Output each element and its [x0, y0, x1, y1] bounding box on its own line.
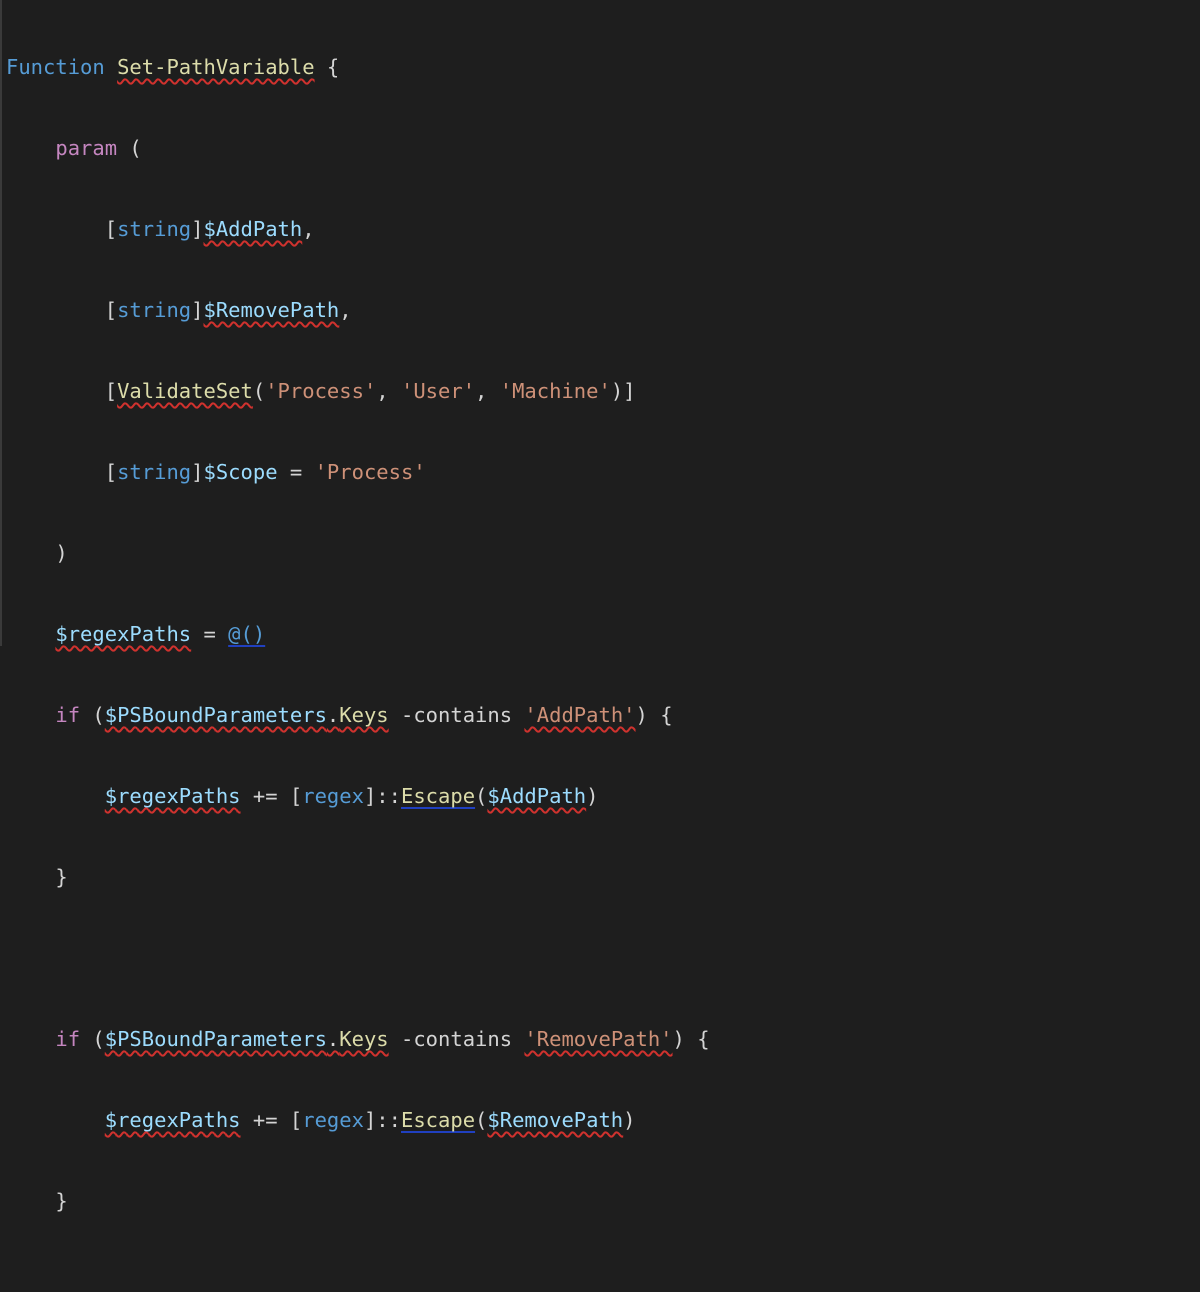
code-editor[interactable]: Function Set-PathVariable { param ( [str… [0, 0, 1200, 1213]
variable: $AddPath [487, 784, 587, 808]
operator: -contains [400, 703, 513, 727]
code-line-4: [string]$RemovePath, [6, 298, 352, 322]
variable: $RemovePath [487, 1108, 624, 1132]
array-operator: @() [228, 622, 266, 646]
code-line-3: [string]$AddPath, [6, 217, 315, 241]
code-line-10: $regexPaths += [regex]::Escape($AddPath) [104, 784, 599, 808]
variable: $RemovePath [203, 298, 340, 322]
function-name: Set-PathVariable [117, 55, 315, 79]
code-block[interactable]: Function Set-PathVariable { param ( [str… [6, 0, 956, 1292]
string: 'Process' [314, 460, 426, 484]
code-line-9: if ($PSBoundParameters.Keys -contains 'A… [55, 703, 673, 727]
property: Keys [339, 703, 389, 727]
variable: $regexPaths [104, 784, 241, 808]
property: Keys [339, 1027, 389, 1051]
code-line-1: Function Set-PathVariable { [6, 55, 340, 79]
code-line-16 [6, 1269, 956, 1292]
type: string [117, 460, 192, 484]
type: string [117, 217, 192, 241]
operator: -contains [400, 1027, 513, 1051]
code-line-6: [string]$Scope = 'Process' [6, 460, 426, 484]
method: Escape [400, 784, 476, 808]
variable: $PSBoundParameters [104, 703, 327, 727]
type: string [117, 298, 192, 322]
code-line-14: $regexPaths += [regex]::Escape($RemovePa… [104, 1108, 636, 1132]
keyword: param [55, 136, 118, 160]
code-line-13: if ($PSBoundParameters.Keys -contains 'R… [55, 1027, 710, 1051]
code-line-2: param ( [55, 136, 142, 160]
variable: $regexPaths [55, 622, 192, 646]
string: 'Process' [265, 379, 377, 403]
variable: $AddPath [203, 217, 303, 241]
keyword: if [55, 1027, 81, 1051]
variable: $Scope [203, 460, 278, 484]
code-line-5: [ValidateSet('Process', 'User', 'Machine… [6, 379, 636, 403]
string: 'User' [400, 379, 476, 403]
type: regex [302, 1108, 364, 1132]
method: Escape [400, 1108, 476, 1132]
string: 'Machine' [499, 379, 611, 403]
variable: $PSBoundParameters [104, 1027, 327, 1051]
code-line-7: ) [6, 541, 68, 565]
code-line-11: } [6, 865, 68, 889]
string: 'AddPath' [524, 703, 636, 727]
attribute: ValidateSet [117, 379, 253, 403]
type: regex [302, 784, 364, 808]
code-line-15: } [6, 1189, 68, 1213]
keyword: Function [6, 55, 105, 79]
code-line-8: $regexPaths = @() [55, 622, 266, 646]
code-line-12 [6, 945, 956, 972]
string: 'RemovePath' [524, 1027, 673, 1051]
variable: $regexPaths [104, 1108, 241, 1132]
keyword: if [55, 703, 81, 727]
